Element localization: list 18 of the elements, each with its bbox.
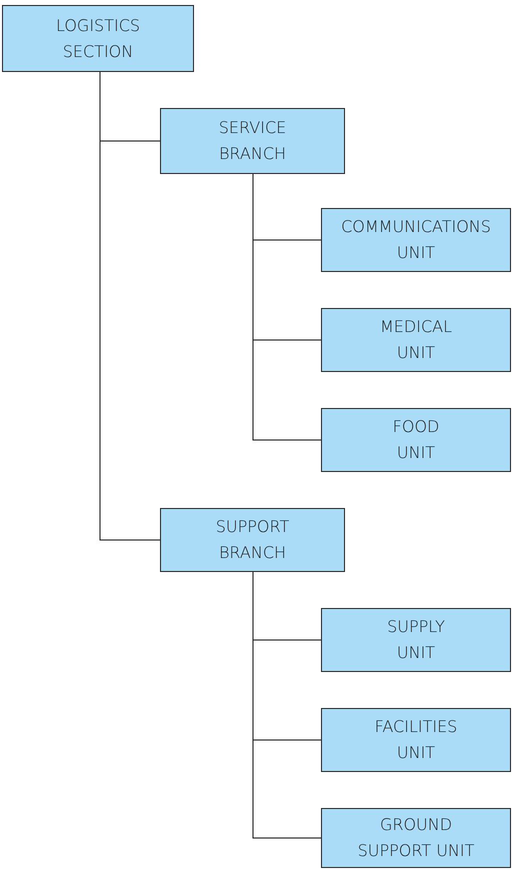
unit-label: COMMUNICATIONS UNIT bbox=[341, 216, 491, 264]
unit-label: SUPPORT BRANCH bbox=[216, 516, 290, 564]
unit-label: FACILITIES UNIT bbox=[374, 716, 458, 764]
org-unit-box bbox=[321, 708, 511, 772]
org-unit-box bbox=[321, 608, 511, 672]
unit-label: SUPPLY UNIT bbox=[387, 616, 445, 664]
org-unit-box bbox=[321, 308, 511, 372]
org-unit-box bbox=[160, 108, 345, 174]
org-unit-box bbox=[2, 5, 194, 72]
unit-label: MEDICAL UNIT bbox=[380, 316, 452, 364]
org-unit-box bbox=[321, 408, 511, 472]
unit-label: LOGISTICS SECTION bbox=[56, 14, 140, 62]
org-unit-box bbox=[160, 508, 345, 572]
org-unit-box bbox=[321, 208, 511, 272]
unit-label: FOOD UNIT bbox=[392, 416, 440, 464]
unit-label: SERVICE BRANCH bbox=[218, 117, 286, 165]
unit-label: GROUND SUPPORT UNIT bbox=[356, 814, 476, 862]
org-unit-box bbox=[321, 808, 511, 868]
